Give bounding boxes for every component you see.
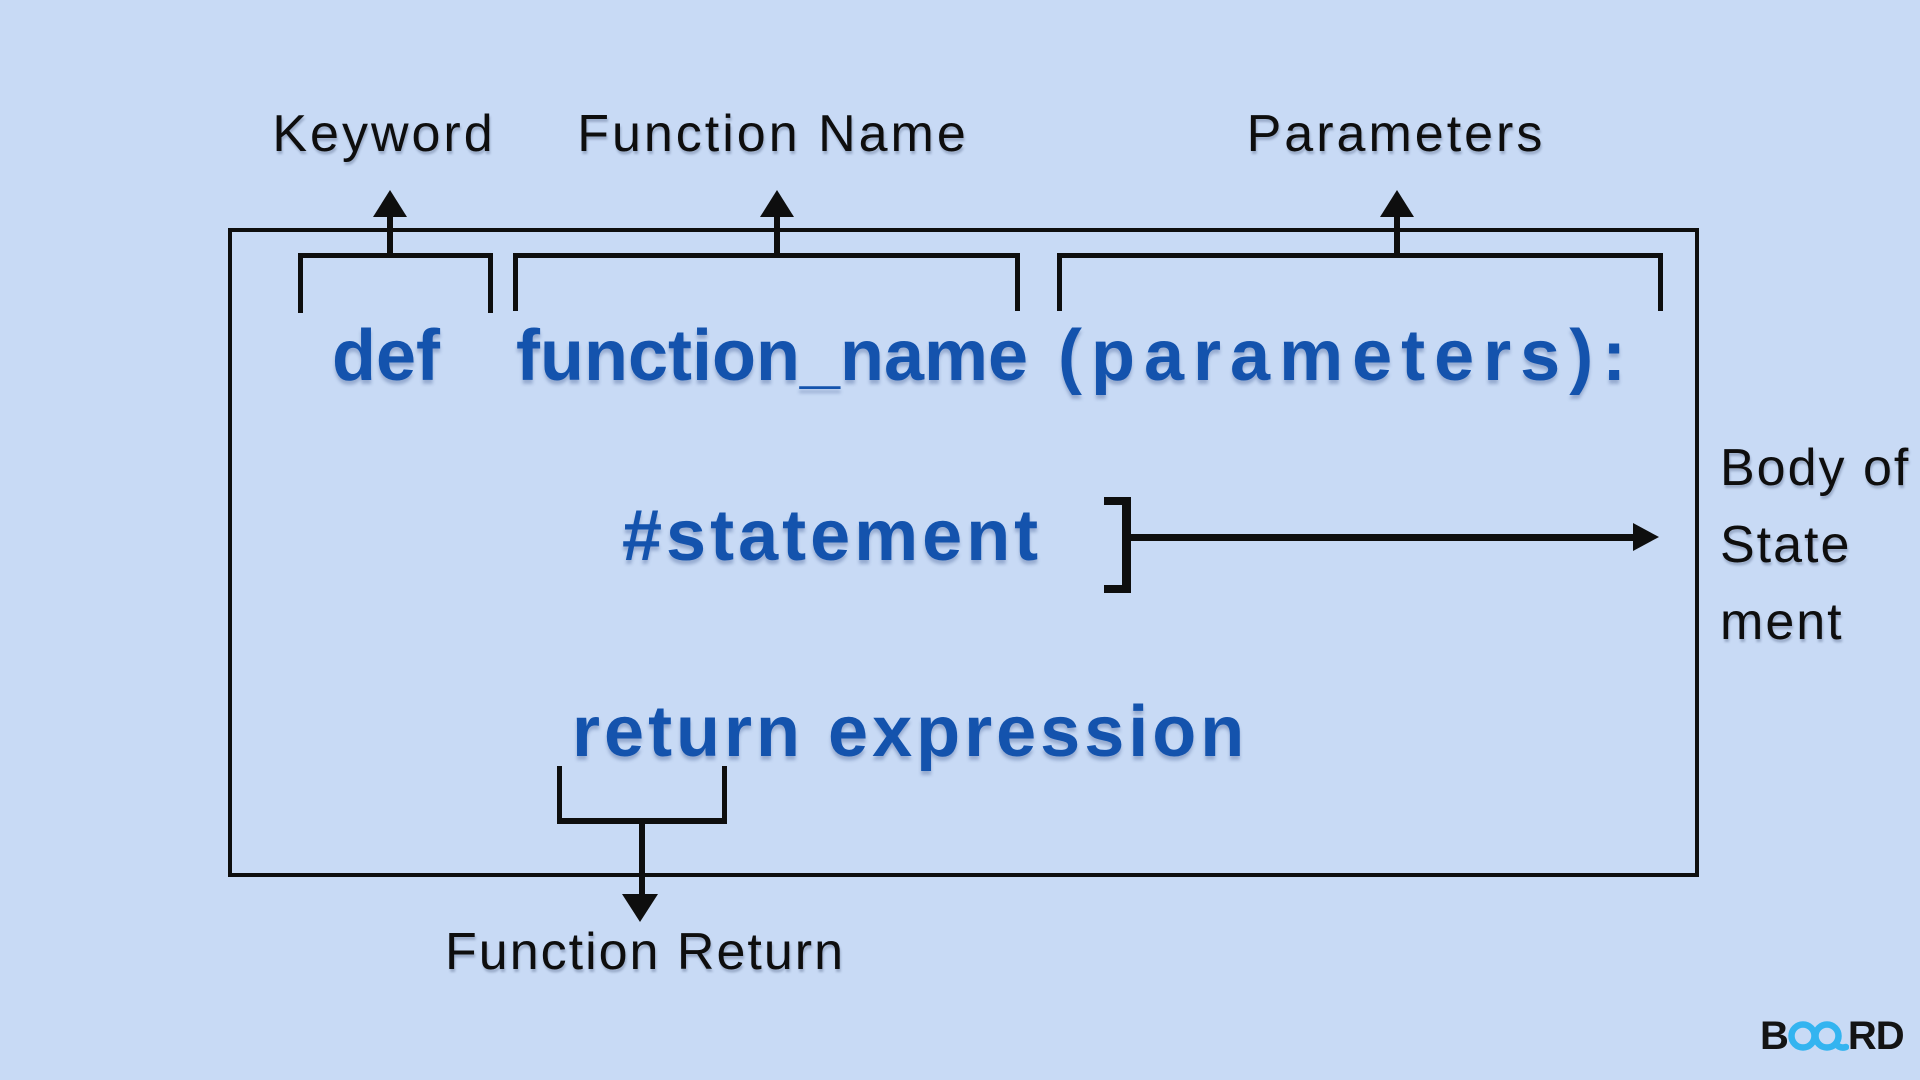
keyword-arrow-stem bbox=[387, 212, 393, 256]
return-arrow-stem bbox=[639, 822, 645, 898]
label-function-name: Function Name bbox=[577, 105, 969, 163]
code-parameters: (parameters): bbox=[1058, 316, 1636, 396]
function-name-arrow-stem bbox=[774, 212, 780, 256]
statement-right-bracket bbox=[1104, 497, 1131, 593]
label-function-return: Function Return bbox=[445, 923, 845, 981]
code-return-expression: return expression bbox=[572, 692, 1249, 772]
return-arrow-down-icon bbox=[622, 894, 658, 922]
body-arrow-stem bbox=[1131, 534, 1635, 541]
keyword-arrow-up-icon bbox=[373, 190, 407, 217]
infinity-icon bbox=[1788, 1021, 1849, 1051]
return-bracket bbox=[557, 766, 727, 824]
parameters-arrow-stem bbox=[1394, 212, 1400, 256]
code-def-keyword: def bbox=[332, 316, 440, 396]
logo-letter-b: B bbox=[1760, 1014, 1789, 1058]
keyword-bracket bbox=[298, 253, 493, 313]
body-label-line: State bbox=[1720, 516, 1852, 574]
body-arrow-right-icon bbox=[1633, 523, 1659, 551]
label-body-of-statement: Body of State ment bbox=[1720, 430, 1910, 661]
function-name-bracket bbox=[513, 253, 1020, 311]
body-label-line: Body of bbox=[1720, 439, 1911, 497]
parameters-bracket bbox=[1057, 253, 1663, 311]
parameters-arrow-up-icon bbox=[1380, 190, 1414, 217]
function-syntax-box bbox=[228, 228, 1699, 877]
body-label-line: ment bbox=[1720, 593, 1844, 651]
logo-letters-rd: RD bbox=[1847, 1014, 1905, 1058]
code-statement: #statement bbox=[622, 496, 1043, 576]
label-parameters: Parameters bbox=[1246, 105, 1546, 163]
code-function-name: function_name bbox=[516, 316, 1029, 396]
brand-logo: B RD bbox=[1760, 1014, 1905, 1058]
label-keyword: Keyword bbox=[272, 105, 496, 163]
function-name-arrow-up-icon bbox=[760, 190, 794, 217]
